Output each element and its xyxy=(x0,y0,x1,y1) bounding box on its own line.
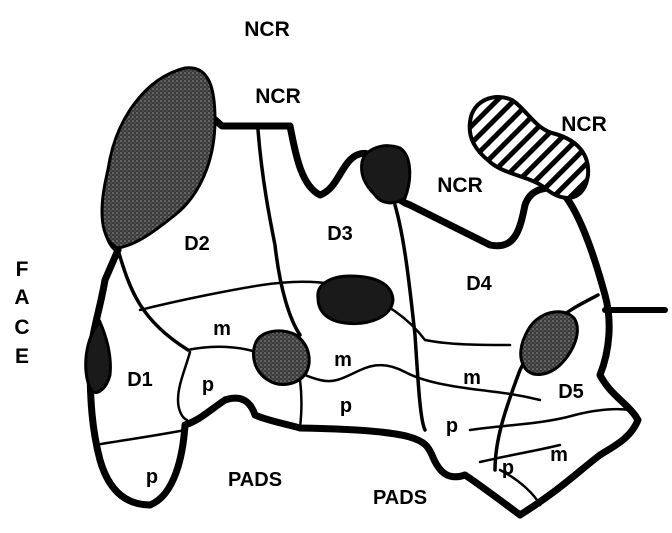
ncr-label-mid: NCR xyxy=(437,174,483,197)
m-label-d5: m xyxy=(550,444,568,466)
ncr-label-upper: NCR xyxy=(255,85,301,108)
d3-d4-boundary xyxy=(395,205,425,430)
p-label-d3: p xyxy=(340,395,352,417)
m-label-d3: m xyxy=(334,349,352,371)
p-label-d4: p xyxy=(446,415,458,437)
d4-label: D4 xyxy=(466,273,492,295)
d1-pad-line xyxy=(95,430,185,445)
face-letter-f: F xyxy=(16,258,29,281)
face-letter-c: C xyxy=(14,316,29,339)
toe-band-lower xyxy=(188,347,540,400)
p-label-d5: p xyxy=(502,457,514,479)
pads-label-right: PADS xyxy=(373,487,427,509)
d1-label: D1 xyxy=(127,369,153,391)
face-letter-e: E xyxy=(15,345,29,368)
ncr-label-right: NCR xyxy=(561,113,607,136)
dark-region-center xyxy=(318,276,393,324)
p-d2-boundary xyxy=(178,352,190,420)
dark-region-d3-top xyxy=(362,146,410,203)
p-label-d2: p xyxy=(202,374,214,396)
stippled-region-center xyxy=(253,331,309,384)
stippled-region-d5 xyxy=(521,312,578,375)
pads-label-left: PADS xyxy=(228,469,282,491)
d5-pad-line-a xyxy=(470,409,630,430)
d2-label: D2 xyxy=(184,233,210,255)
d5-label: D5 xyxy=(558,381,584,403)
p-label-d1: p xyxy=(146,466,158,488)
d2-d3-boundary xyxy=(258,130,300,335)
stippled-region-top-left xyxy=(102,68,215,248)
face-letter-a: A xyxy=(14,286,29,309)
p-d3-boundary xyxy=(300,380,302,428)
ncr-label-top: NCR xyxy=(244,18,290,41)
dark-region-d1 xyxy=(86,322,111,392)
m-label-d2: m xyxy=(213,318,231,340)
d5-pad-line-b xyxy=(480,445,560,462)
d3-label: D3 xyxy=(327,223,353,245)
m-label-d4: m xyxy=(463,367,481,389)
